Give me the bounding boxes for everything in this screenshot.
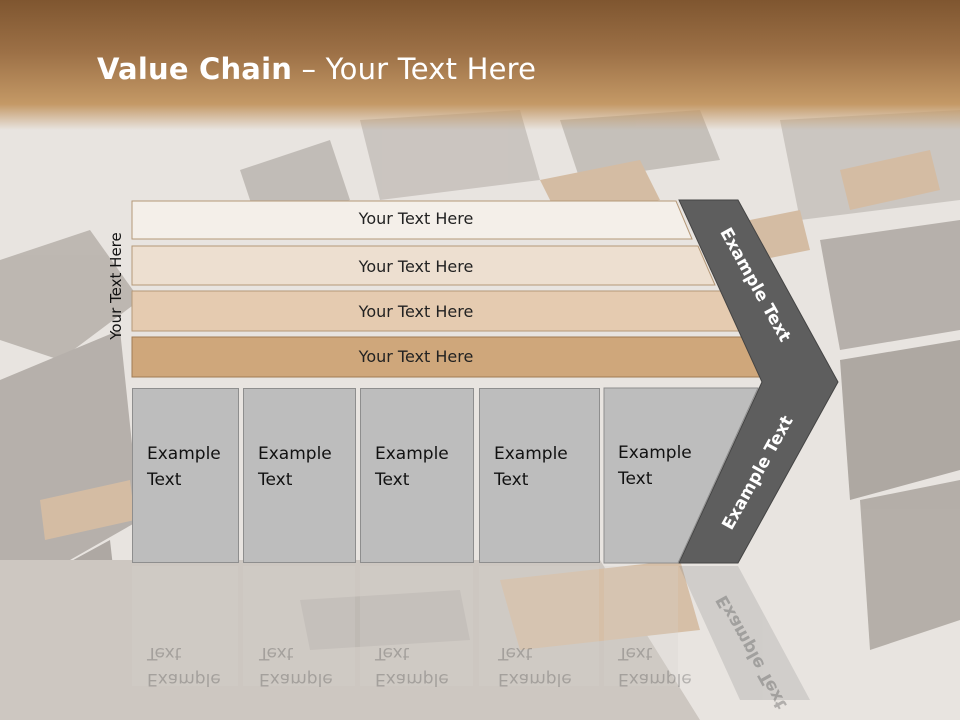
column-reflection-5 [604,566,678,686]
slide-title: Value Chain – Your Text Here [97,52,536,86]
title-rest: – Your Text Here [292,52,537,86]
row-label-2: Your Text Here [358,257,474,276]
row-label-3: Your Text Here [358,302,474,321]
row-label-4: Your Text Here [358,347,474,366]
column-reflection-4 [479,566,599,686]
row-label-1: Your Text Here [358,209,474,228]
column-reflection-2 [243,566,355,686]
row-shape-1 [131,200,693,240]
column-shape-5 [603,387,759,564]
column-reflection-1 [132,566,238,686]
header-band [0,0,960,130]
arrow-reflection [679,566,810,700]
title-bold: Value Chain [97,52,293,86]
column-reflection-3 [360,566,473,686]
arrow-chevron [678,199,839,564]
row-shape-2 [131,245,716,286]
